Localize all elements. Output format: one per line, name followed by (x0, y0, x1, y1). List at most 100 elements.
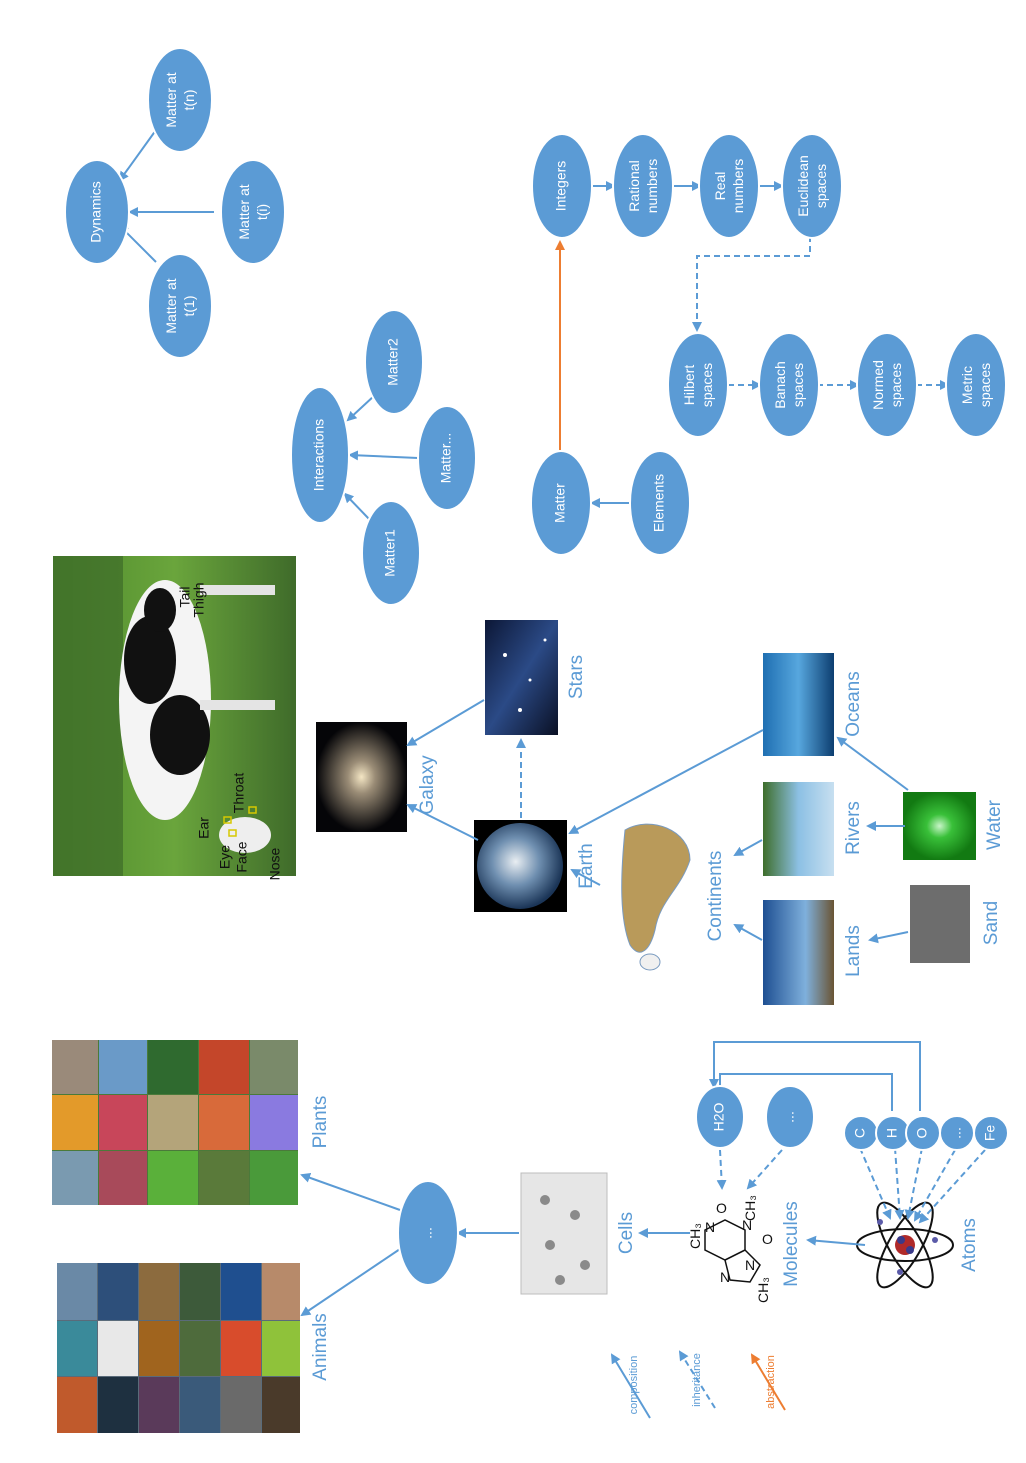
galaxy-image (316, 722, 407, 832)
label-molecules: Molecules (781, 1201, 802, 1287)
label-sand: Sand (981, 901, 1002, 945)
animals-image (57, 1263, 300, 1433)
arrow-o-atom (904, 1147, 923, 1220)
label-atoms: Atoms (959, 1218, 980, 1272)
arrow-matter2-to-interactions (346, 394, 376, 422)
svg-text:...: ... (948, 1127, 964, 1139)
node-atom-dots[interactable]: ... (939, 1115, 975, 1151)
svg-text:Matter1: Matter1 (382, 529, 398, 577)
node-matter-dots[interactable]: Matter... (417, 405, 477, 511)
arrow-water-oceans (836, 736, 909, 791)
legend-abstraction-label: abstraction (765, 1355, 777, 1409)
node-fe[interactable]: Fe (973, 1115, 1009, 1151)
node-life-dots[interactable]: ... (397, 1180, 459, 1286)
water-image (903, 792, 976, 860)
svg-text:Interactions: Interactions (311, 419, 327, 491)
node-matter2[interactable]: Matter2 (364, 309, 424, 415)
caffeine-molecule: N N N N O O CH₃ CH₃ CH₃ (687, 1195, 773, 1303)
svg-text:O: O (762, 1231, 773, 1247)
rivers-image (763, 782, 834, 876)
node-h2o[interactable]: H2O (695, 1085, 745, 1149)
stars-image (485, 620, 558, 735)
cells-image (520, 1172, 608, 1295)
svg-text:...: ... (781, 1111, 797, 1123)
svg-text:Matter att(i): Matter att(i) (236, 184, 270, 239)
lands-image (763, 900, 834, 1005)
node-molecule-dots[interactable]: ... (765, 1085, 815, 1149)
cow-label-eye: Eye (217, 845, 233, 869)
arrow-oceans-earth (568, 729, 764, 834)
arrow-tn-to-dynamics (118, 129, 157, 182)
arrow-sand-lands (868, 931, 909, 944)
arrow-h-to-h2o (719, 1073, 893, 1111)
atom-image (856, 1201, 954, 1289)
node-interactions[interactable]: Interactions (290, 386, 350, 524)
legend-inheritance-arrow (678, 1350, 716, 1409)
arrow-matter1-to-interactions (343, 492, 371, 521)
svg-text:C: C (852, 1128, 868, 1138)
label-animals: Animals (310, 1313, 331, 1381)
node-c[interactable]: C (843, 1115, 879, 1151)
arrow-moldots-molecule (746, 1149, 783, 1190)
cow-head (219, 817, 271, 853)
svg-text:N: N (742, 1217, 752, 1233)
label-water: Water (984, 799, 1005, 850)
legend-abstraction-arrow (750, 1353, 786, 1411)
legend: composition inheritance abstraction (610, 1350, 786, 1419)
node-h[interactable]: H (875, 1115, 911, 1151)
astro-geo-cluster: Galaxy Stars Earth Continents Lands Rive… (316, 620, 1005, 1005)
plants-image (52, 1040, 298, 1205)
arrow-rivers-continents (733, 839, 763, 856)
svg-text:H2O: H2O (711, 1103, 727, 1132)
legend-composition-arrow (610, 1353, 651, 1419)
life-chem-cluster: N N N N O O CH₃ CH₃ CH₃ (52, 1040, 1009, 1433)
svg-text:Fe: Fe (982, 1125, 998, 1142)
cow-label-tail: Tail (177, 586, 193, 607)
node-o[interactable]: O (905, 1115, 941, 1151)
arrow-matterdots-to-interactions (348, 450, 419, 461)
arrow-c-atom (859, 1147, 892, 1220)
cow-label-ear: Ear (196, 817, 212, 839)
earth-image (477, 823, 563, 909)
arrow-earth-galaxy (406, 804, 479, 841)
svg-text:CH₃: CH₃ (687, 1223, 703, 1249)
label-lands: Lands (843, 925, 864, 977)
arrow-stars-galaxy (406, 699, 485, 747)
arrow-lands-continents (733, 924, 763, 941)
node-elements[interactable]: Elements (629, 450, 691, 556)
label-galaxy: Galaxy (417, 755, 438, 815)
legend-composition-label: composition (628, 1356, 640, 1415)
node-dynamics[interactable]: Dynamics (64, 159, 130, 265)
oceans-image (763, 653, 834, 756)
arrow-fe-atom (918, 1149, 986, 1224)
svg-text:N: N (720, 1269, 730, 1285)
sand-image (910, 885, 970, 963)
label-earth: Earth (576, 843, 597, 888)
svg-text:N: N (705, 1219, 715, 1235)
svg-text:...: ... (419, 1227, 435, 1239)
cow-label-face: Face (234, 841, 250, 872)
label-cells: Cells (616, 1212, 637, 1254)
node-integers[interactable]: Integers (531, 133, 593, 239)
node-matter[interactable]: Matter (530, 450, 592, 556)
node-matter1[interactable]: Matter1 (361, 500, 421, 606)
cow-label-throat: Throat (231, 773, 247, 814)
arrow-h2o-molecule (716, 1149, 727, 1190)
